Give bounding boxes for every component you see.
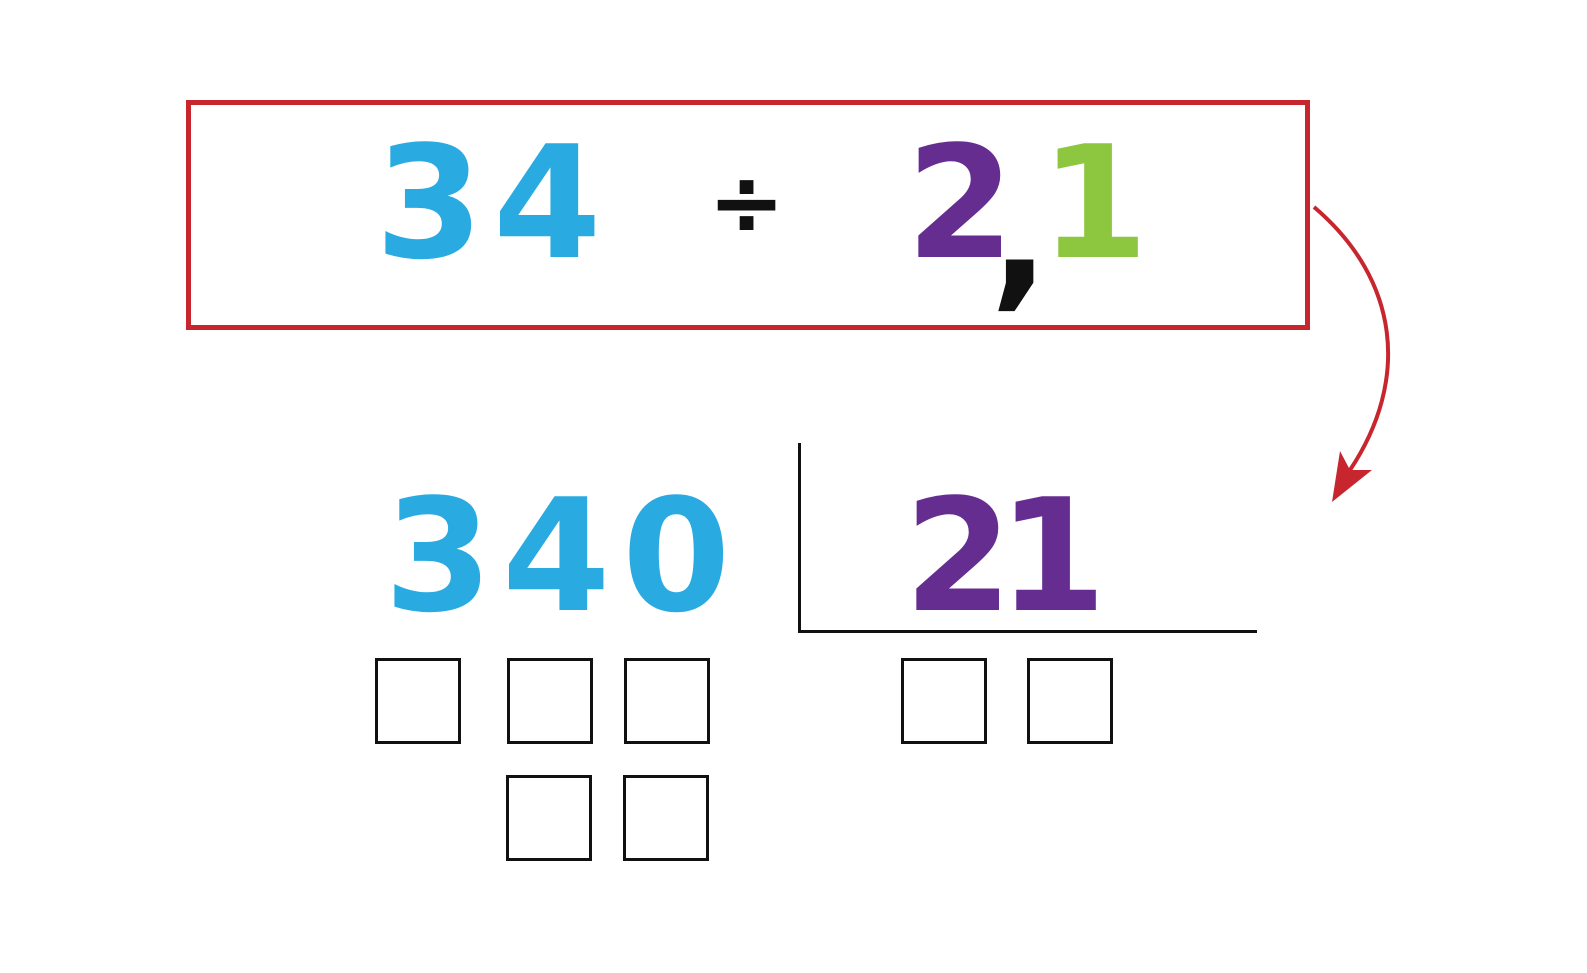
quotient-box[interactable] xyxy=(901,658,987,744)
answer-box[interactable] xyxy=(375,658,461,744)
quotient-box[interactable] xyxy=(1027,658,1113,744)
answer-box[interactable] xyxy=(624,658,710,744)
decimal-comma: , xyxy=(990,144,1050,326)
expression-divisor-integer-digit: 2 xyxy=(906,112,1015,294)
arrow-curve xyxy=(1312,205,1390,472)
expression-dividend-digit: 3 xyxy=(375,112,484,294)
division-operator: ÷ xyxy=(708,149,786,256)
division-horizontal-line xyxy=(798,630,1257,633)
expression-dividend-digit: 4 xyxy=(493,112,602,294)
division-vertical-line xyxy=(798,443,801,633)
answer-box[interactable] xyxy=(506,775,592,861)
division-dividend-digit: 0 xyxy=(622,465,731,647)
division-dividend-digit: 4 xyxy=(502,465,611,647)
division-divisor-digit: 2 xyxy=(904,465,1013,647)
arrow-head xyxy=(1332,451,1372,502)
expression-divisor-decimal-digit: 1 xyxy=(1040,112,1149,294)
answer-box[interactable] xyxy=(507,658,593,744)
expression-frame xyxy=(186,100,1310,330)
division-divisor-digit: 1 xyxy=(998,465,1107,647)
division-dividend-digit: 3 xyxy=(384,465,493,647)
answer-box[interactable] xyxy=(623,775,709,861)
